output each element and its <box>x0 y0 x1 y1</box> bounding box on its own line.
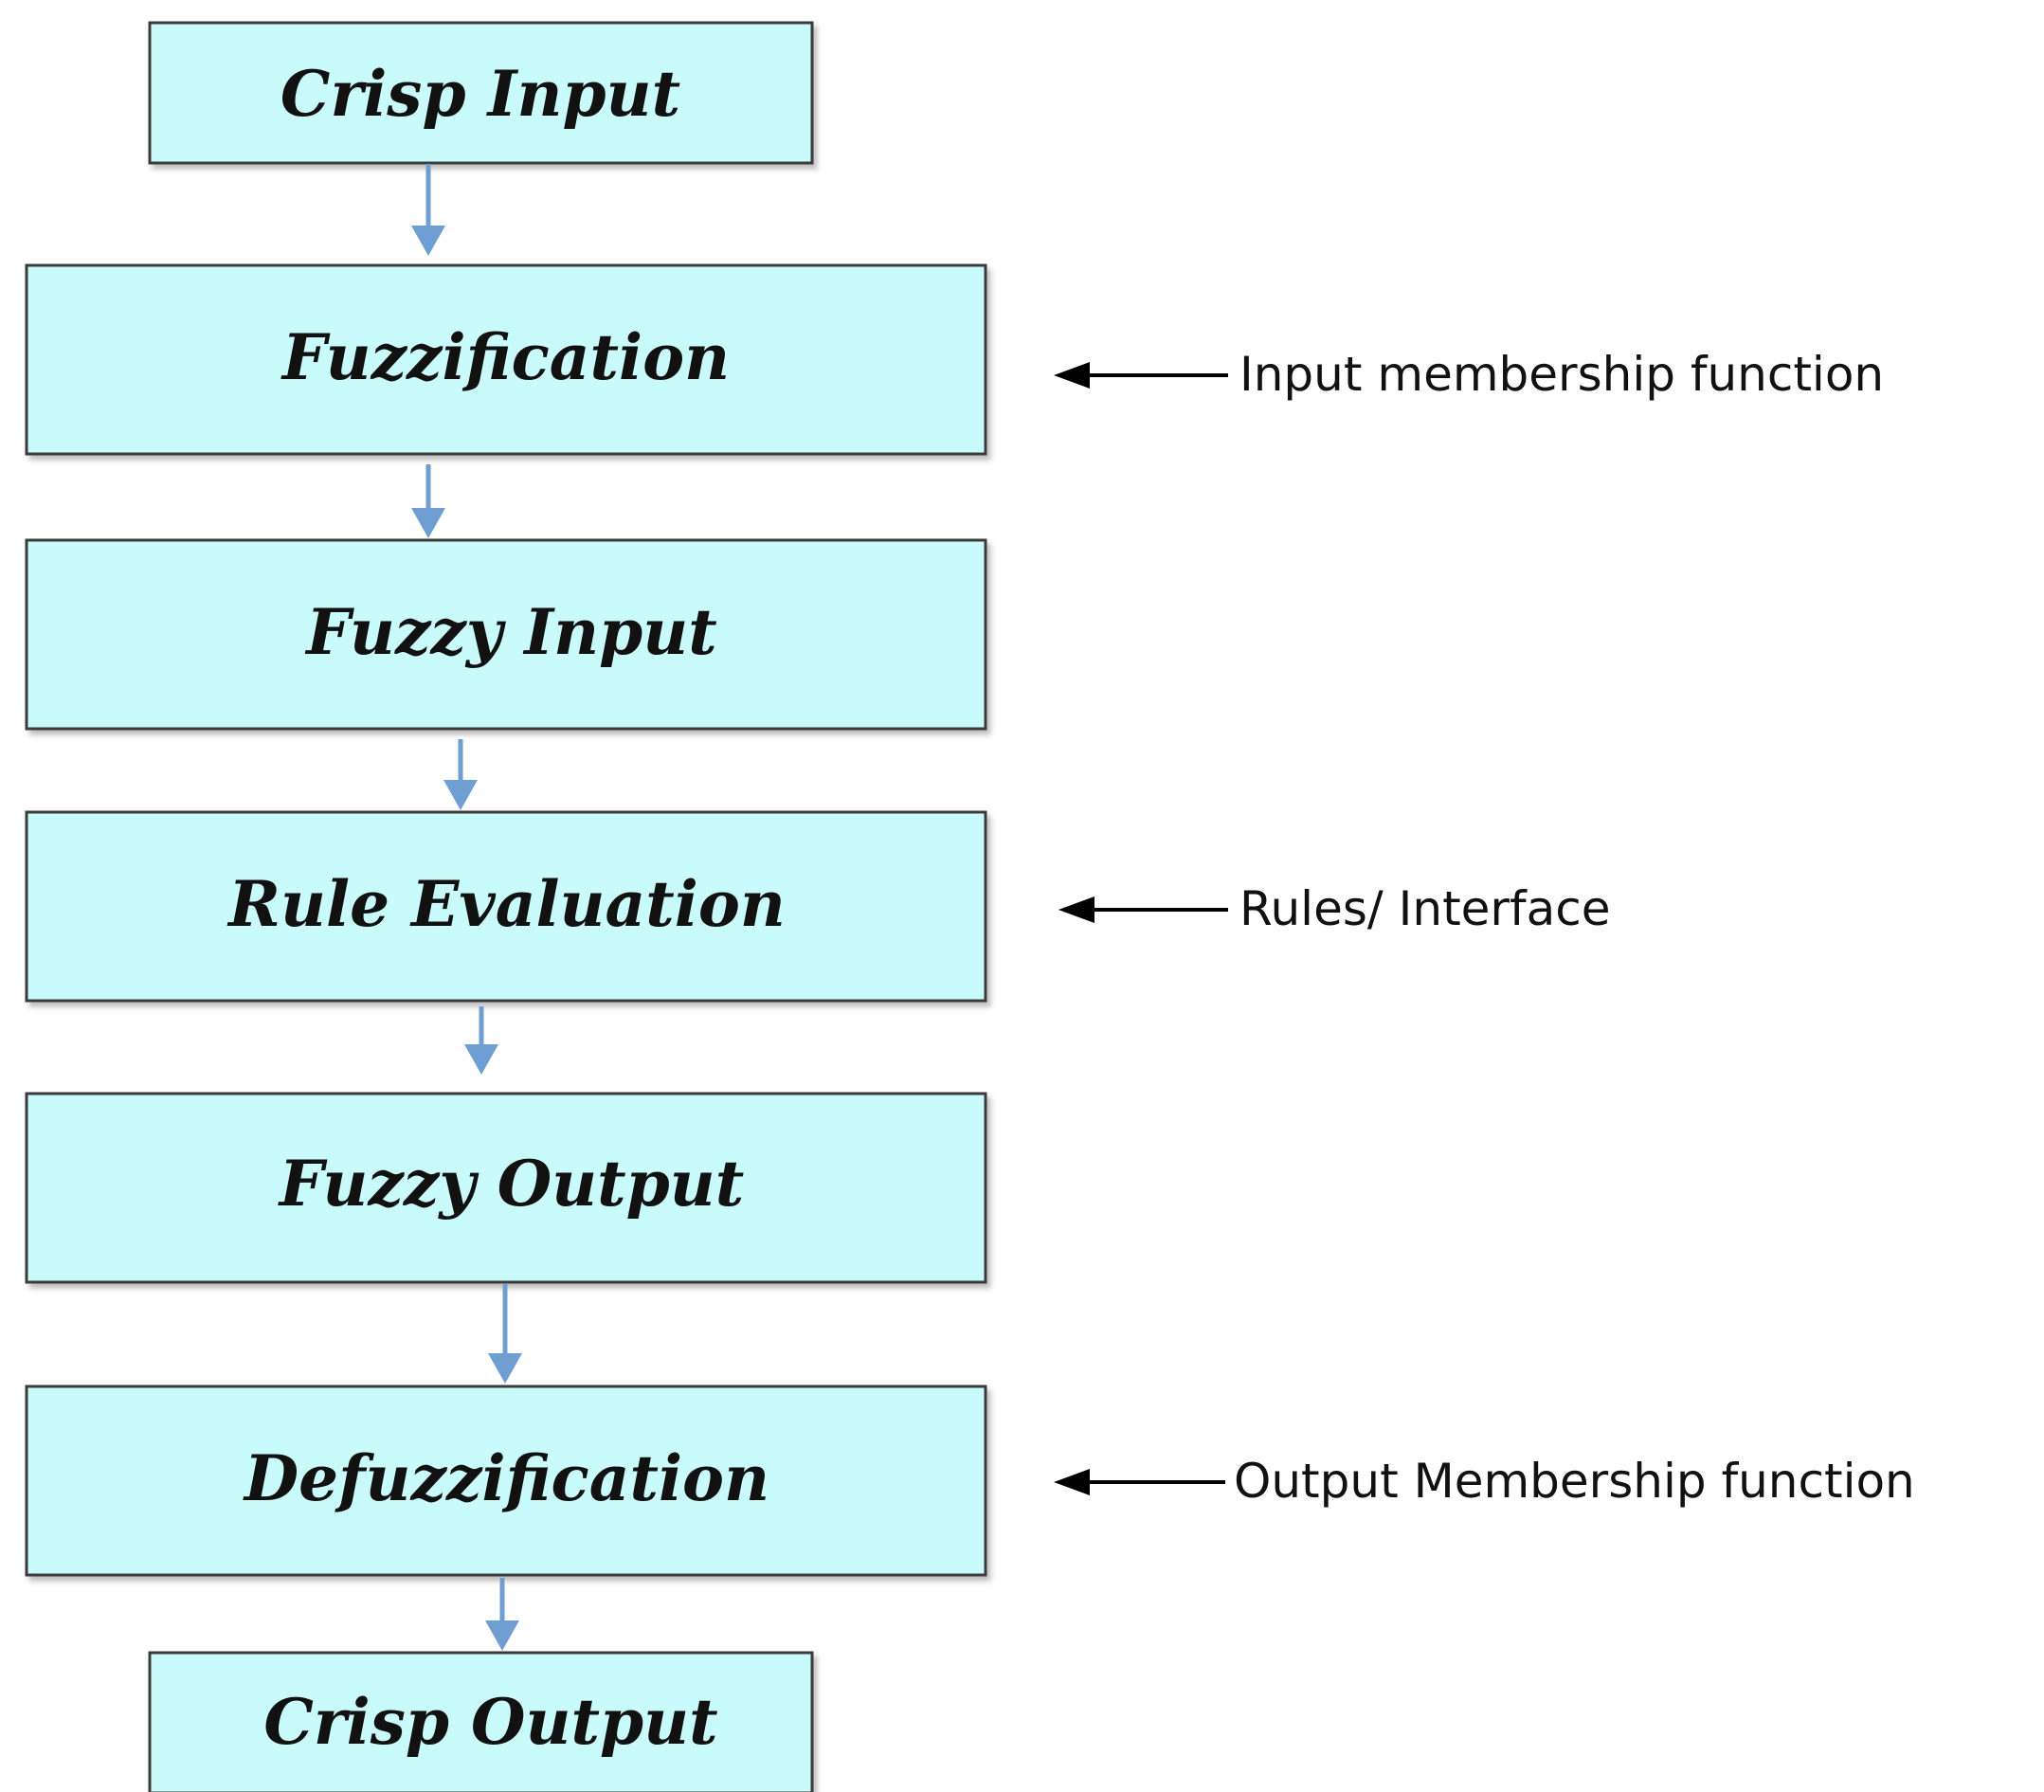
flow-arrow-4 <box>464 1006 498 1075</box>
fuzzification-box: Fuzzification <box>25 263 987 456</box>
crisp-output-label: Crisp Output <box>263 1685 717 1759</box>
left-arrow-icon <box>1058 896 1094 923</box>
left-arrow-icon <box>1054 362 1090 389</box>
fuzzy-input-label: Fuzzy Input <box>304 595 716 669</box>
defuzzification-label: Defuzzification <box>243 1441 769 1515</box>
flow-arrow-1 <box>411 164 445 256</box>
rules-interface-annotation: Rules/ Interface <box>1058 881 1610 936</box>
defuzzification-box: Defuzzification <box>25 1385 987 1577</box>
input-membership-annotation: Input membership function <box>1054 347 1884 402</box>
rules-interface-label: Rules/ Interface <box>1239 881 1610 936</box>
crisp-input-label: Crisp Input <box>280 57 680 131</box>
flow-arrow-3 <box>443 739 478 810</box>
flow-arrow-2 <box>411 464 445 538</box>
left-arrow-icon <box>1054 1469 1090 1495</box>
flow-arrow-5 <box>488 1284 522 1384</box>
output-membership-annotation: Output Membership function <box>1054 1454 1915 1509</box>
crisp-output-box: Crisp Output <box>148 1651 814 1792</box>
rule-evaluation-label: Rule Evaluation <box>226 867 786 941</box>
fuzzy-output-box: Fuzzy Output <box>25 1092 987 1284</box>
fuzzification-label: Fuzzification <box>280 320 730 394</box>
crisp-input-box: Crisp Input <box>148 21 814 165</box>
input-membership-label: Input membership function <box>1239 347 1884 402</box>
rule-evaluation-box: Rule Evaluation <box>25 810 987 1003</box>
output-membership-label: Output Membership function <box>1234 1454 1915 1509</box>
fuzzy-output-label: Fuzzy Output <box>278 1147 745 1221</box>
fuzzy-input-box: Fuzzy Input <box>25 538 987 731</box>
flow-arrow-6 <box>485 1578 519 1651</box>
